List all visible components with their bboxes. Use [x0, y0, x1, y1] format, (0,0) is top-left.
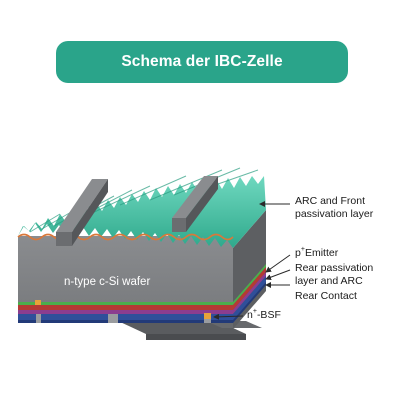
label-arc-front: ARC and Front passivation layer	[295, 195, 373, 221]
label-rear-passivation: Rear passivation layer and ARC	[295, 262, 373, 288]
local-contacts	[35, 300, 211, 323]
front-emitter-line	[17, 233, 234, 241]
arrow-icon	[213, 201, 291, 320]
label-n-sup: +	[252, 308, 257, 315]
page-title: Schema der IBC-Zelle	[56, 41, 348, 83]
front-metal-fingers	[56, 176, 218, 246]
rear-contact-rails	[118, 321, 262, 340]
label-rear-passivation-line1: Rear passivation	[295, 262, 374, 274]
label-arc-front-line2: passivation layer	[295, 208, 374, 220]
rear-layer-stack-side	[233, 264, 266, 323]
label-n-prefix: n	[247, 309, 253, 321]
label-rear-contact: Rear Contact	[295, 290, 357, 302]
wafer-front-face	[18, 236, 233, 306]
label-rear-passivation-line2: layer and ARC	[295, 275, 363, 287]
label-n-bsf: n+-BSF	[247, 308, 281, 322]
label-arc-front-line1: ARC and Front	[295, 195, 366, 207]
label-p-rest: Emitter	[304, 247, 339, 259]
label-n-rest: -BSF	[256, 309, 281, 321]
wafer-label: n-type c-Si wafer	[64, 276, 151, 288]
label-p-sup: +	[300, 246, 305, 253]
label-p-prefix: p	[295, 247, 301, 259]
rear-layer-stack	[18, 302, 233, 323]
label-p-emitter: p+Emitter	[295, 246, 339, 260]
